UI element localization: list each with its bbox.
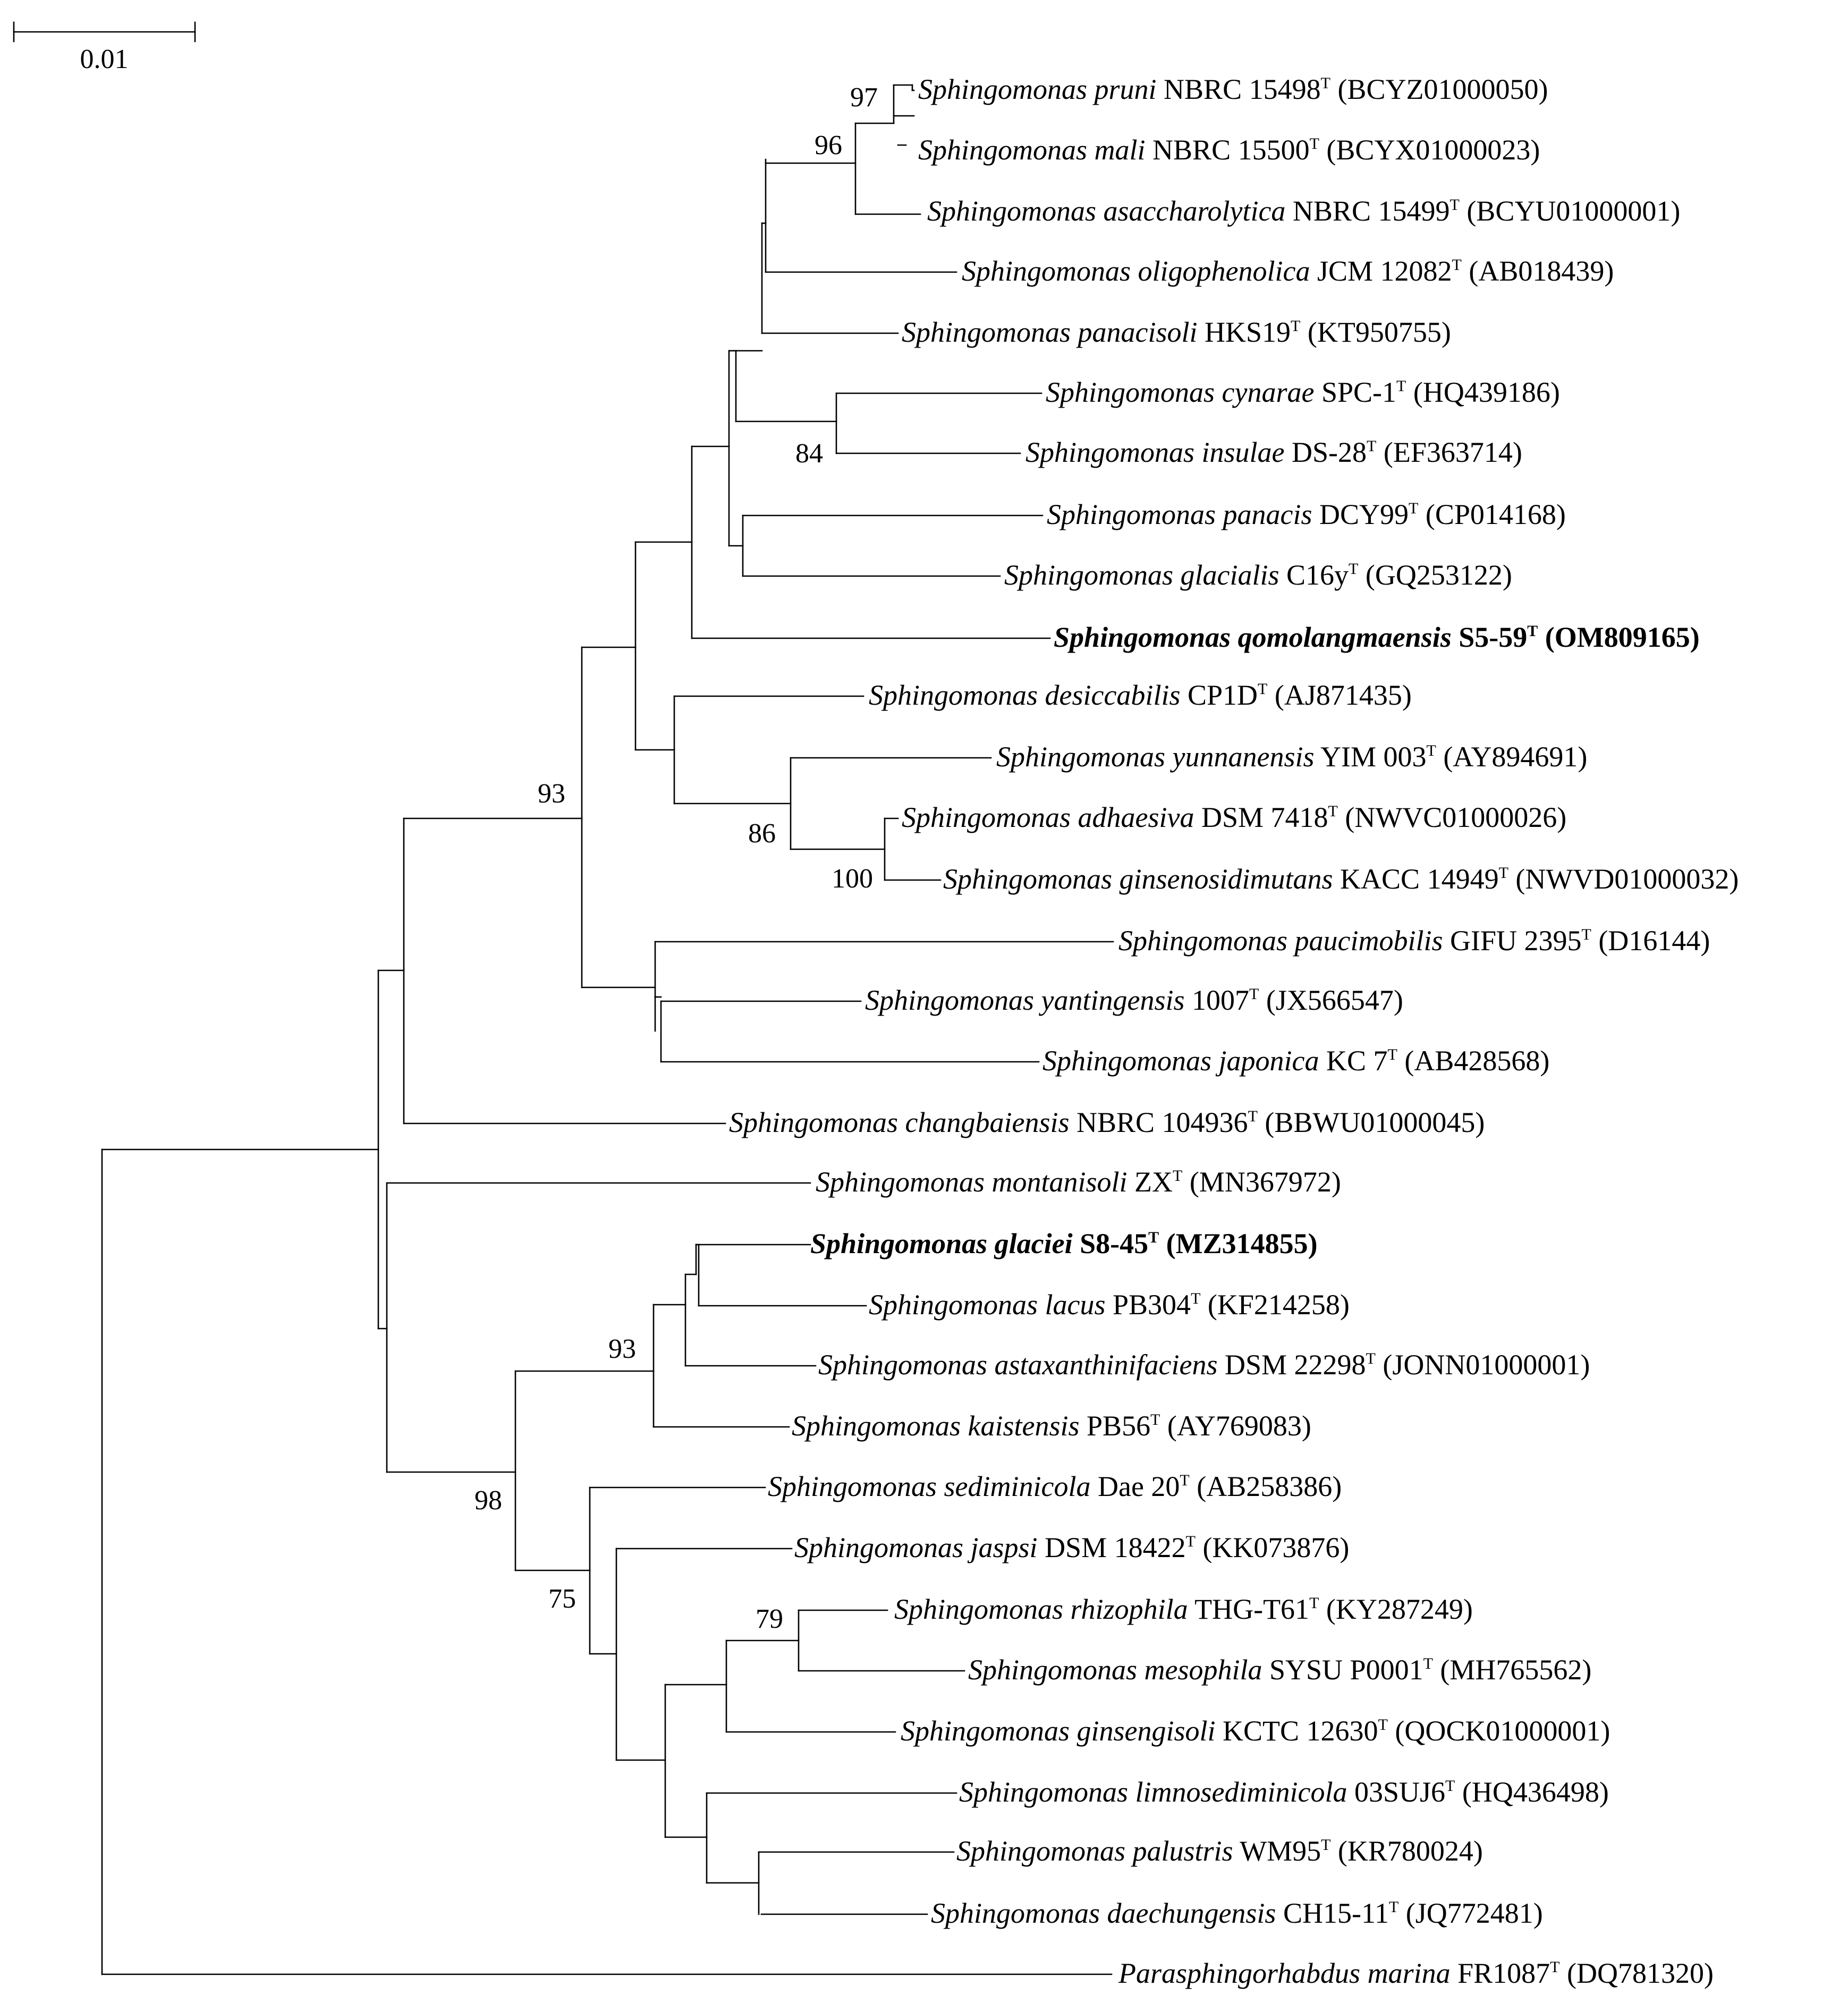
taxon-label: Sphingomonas oligophenolica JCM 12082T (… xyxy=(962,255,1614,287)
taxon-label: Sphingomonas sediminicola Dae 20T (AB258… xyxy=(768,1470,1342,1502)
bootstrap-value: 84 xyxy=(795,438,823,469)
tree-branches xyxy=(101,84,1114,1975)
taxon-label: Sphingomonas limnosediminicola 03SUJ6T (… xyxy=(959,1776,1609,1808)
taxon-label-highlighted: Sphingomonas qomolangmaensis S5-59T (OM8… xyxy=(1054,621,1700,653)
bootstrap-value: 96 xyxy=(815,130,842,160)
bootstrap-value: 98 xyxy=(474,1485,502,1516)
taxon-label: Sphingomonas desiccabilis CP1DT (AJ87143… xyxy=(869,679,1412,711)
taxon-label: Sphingomonas paucimobilis GIFU 2395T (D1… xyxy=(1118,925,1710,957)
taxon-label: Sphingomonas mali NBRC 15500T (BCYX01000… xyxy=(918,134,1540,166)
taxon-label: Sphingomonas asaccharolytica NBRC 15499T… xyxy=(927,195,1680,227)
scale-bar-label: 0.01 xyxy=(80,44,129,74)
taxon-label-highlighted: Sphingomonas glaciei S8-45T (MZ314855) xyxy=(810,1228,1318,1259)
bootstrap-value: 93 xyxy=(608,1334,636,1364)
taxon-label: Sphingomonas daechungensis CH15-11T (JQ7… xyxy=(931,1897,1543,1929)
taxon-label: Sphingomonas mesophila SYSU P0001T (MH76… xyxy=(968,1654,1591,1686)
bootstrap-value: 79 xyxy=(756,1604,783,1634)
taxon-label: Sphingomonas rhizophila THG-T61T (KY2872… xyxy=(894,1593,1473,1625)
bootstrap-value: 97 xyxy=(850,82,878,113)
bootstrap-value: 86 xyxy=(748,818,776,849)
taxon-label: Sphingomonas ginsengisoli KCTC 12630T (Q… xyxy=(901,1715,1610,1747)
taxon-label: Sphingomonas panacis DCY99T (CP014168) xyxy=(1047,498,1566,530)
bootstrap-value: 93 xyxy=(538,779,565,809)
taxon-label: Sphingomonas adhaesiva DSM 7418T (NWVC01… xyxy=(902,801,1566,833)
taxon-label: Sphingomonas astaxanthinifaciens DSM 222… xyxy=(818,1349,1590,1381)
taxon-label: Sphingomonas montanisoli ZXT (MN367972) xyxy=(816,1166,1341,1198)
taxon-label: Sphingomonas yunnanensis YIM 003T (AY894… xyxy=(996,741,1587,773)
scale-bar xyxy=(13,21,196,43)
bootstrap-values: 97 96 84 93 86 100 93 98 75 79 xyxy=(474,82,878,1634)
bootstrap-value: 100 xyxy=(832,864,873,894)
taxon-label: Sphingomonas jaspsi DSM 18422T (KK073876… xyxy=(794,1532,1349,1563)
taxon-label: Sphingomonas changbaiensis NBRC 104936T … xyxy=(729,1106,1485,1138)
taxon-label: Sphingomonas glacialis C16yT (GQ253122) xyxy=(1004,559,1512,591)
taxon-label: Sphingomonas cynarae SPC-1T (HQ439186) xyxy=(1046,376,1560,408)
taxon-label: Sphingomonas palustris WM95T (KR780024) xyxy=(956,1835,1483,1867)
taxon-label: Sphingomonas japonica KC 7T (AB428568) xyxy=(1042,1045,1549,1077)
taxon-labels: Sphingomonas pruni NBRC 15498T (BCYZ0100… xyxy=(729,73,1739,1989)
taxon-label: Parasphingorhabdus marina FR1087T (DQ781… xyxy=(1118,1957,1714,1989)
taxon-label: Sphingomonas ginsenosidimutans KACC 1494… xyxy=(943,863,1739,895)
taxon-label: Sphingomonas insulae DS-28T (EF363714) xyxy=(1025,436,1522,468)
taxon-label: Sphingomonas kaistensis PB56T (AY769083) xyxy=(792,1410,1311,1442)
taxon-label: Sphingomonas lacus PB304T (KF214258) xyxy=(869,1289,1350,1321)
taxon-label: Sphingomonas panacisoli HKS19T (KT950755… xyxy=(902,316,1451,348)
taxon-label: Sphingomonas pruni NBRC 15498T (BCYZ0100… xyxy=(918,73,1548,105)
taxon-label: Sphingomonas yantingensis 1007T (JX56654… xyxy=(865,984,1403,1016)
bootstrap-value: 75 xyxy=(548,1584,576,1614)
